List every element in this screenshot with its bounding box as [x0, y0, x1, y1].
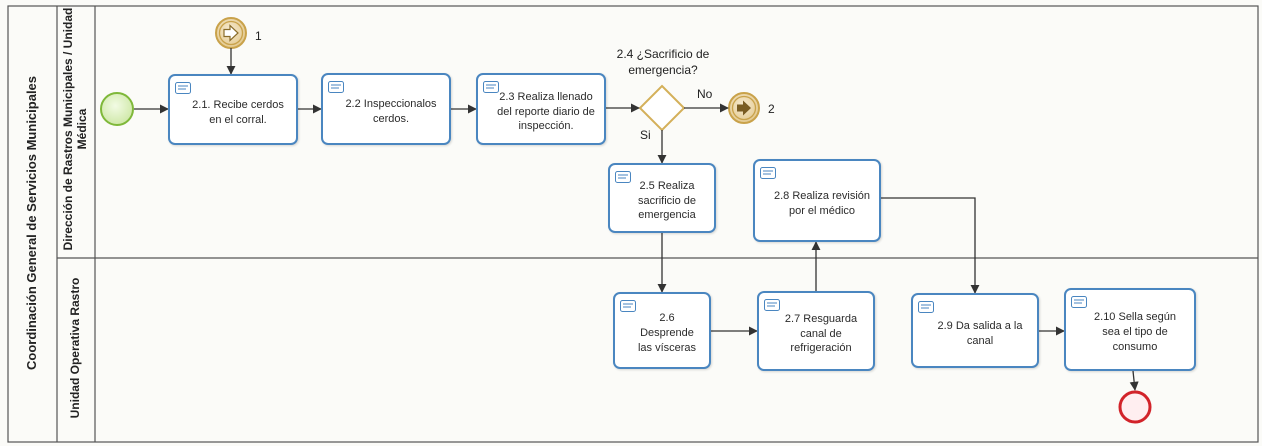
link-event-incoming[interactable]: [215, 17, 247, 49]
task-2-5[interactable]: 2.5 Realiza sacrificio de emergencia: [608, 163, 716, 233]
user-task-icon: [918, 301, 934, 313]
task-2-9-text: 2.9 Da salida a la canal: [937, 319, 1023, 347]
user-task-icon: [483, 81, 499, 93]
start-event[interactable]: [100, 92, 134, 126]
gateway-question: 2.4 ¿Sacrificio de emergencia?: [616, 47, 710, 77]
task-2-8-text: 2.8 Realiza revisión por el médico: [774, 189, 870, 217]
task-2-5-text: 2.5 Realiza sacrificio de emergencia: [637, 179, 697, 222]
task-2-2[interactable]: 2.2 Inspeccionalos cerdos.: [321, 73, 451, 145]
task-2-10-text: 2.10 Sella según sea el tipo de consumo: [1094, 311, 1176, 353]
lane-label-unidad-operativa: Unidad Operativa Rastro: [68, 277, 83, 419]
task-2-7-text: 2.7 Resguarda canal de refrigeración: [784, 312, 858, 355]
task-2-1-text: 2.1. Recibe cerdos en el corral.: [192, 98, 284, 126]
user-task-icon: [620, 300, 636, 312]
user-task-icon: [1071, 296, 1087, 308]
flow-2-8-to-2-9: [881, 197, 980, 294]
lane-label-direccion: Dirección de Rastros Municipales / Unida…: [61, 7, 89, 251]
user-task-icon: [760, 167, 776, 179]
task-2-3[interactable]: 2.3 Realiza llenado del reporte diario d…: [476, 73, 606, 145]
user-task-icon: [615, 171, 631, 183]
pool-title: Coordinación General de Servicios Munici…: [23, 75, 39, 371]
task-2-10[interactable]: 2.10 Sella según sea el tipo de consumo: [1064, 288, 1196, 371]
pool-border: [7, 5, 1259, 443]
task-2-3-text: 2.3 Realiza llenado del reporte diario d…: [497, 90, 595, 133]
gateway-no-label: No: [697, 87, 713, 101]
task-2-8[interactable]: 2.8 Realiza revisión por el médico: [753, 159, 881, 242]
task-2-6-text: 2.6 Desprende las vísceras: [637, 312, 697, 354]
end-event[interactable]: [1118, 390, 1152, 424]
link-incoming-label: 1: [255, 29, 262, 43]
task-2-1[interactable]: 2.1. Recibe cerdos en el corral.: [168, 74, 298, 145]
user-task-icon: [328, 81, 344, 93]
flow-2-10-to-end: [1129, 370, 1139, 391]
task-2-7[interactable]: 2.7 Resguarda canal de refrigeración: [757, 291, 875, 371]
task-2-9[interactable]: 2.9 Da salida a la canal: [911, 293, 1039, 368]
task-2-2-text: 2.2 Inspeccionalos cerdos.: [345, 98, 437, 125]
task-2-6[interactable]: 2.6 Desprende las vísceras: [613, 292, 711, 369]
exclusive-gateway[interactable]: [638, 84, 686, 132]
gateway-si-label: Si: [640, 128, 651, 142]
user-task-icon: [764, 299, 780, 311]
link-outgoing-label: 2: [768, 102, 775, 116]
sequence-flows: [134, 48, 1139, 391]
link-event-outgoing[interactable]: [728, 92, 760, 124]
user-task-icon: [175, 82, 191, 94]
